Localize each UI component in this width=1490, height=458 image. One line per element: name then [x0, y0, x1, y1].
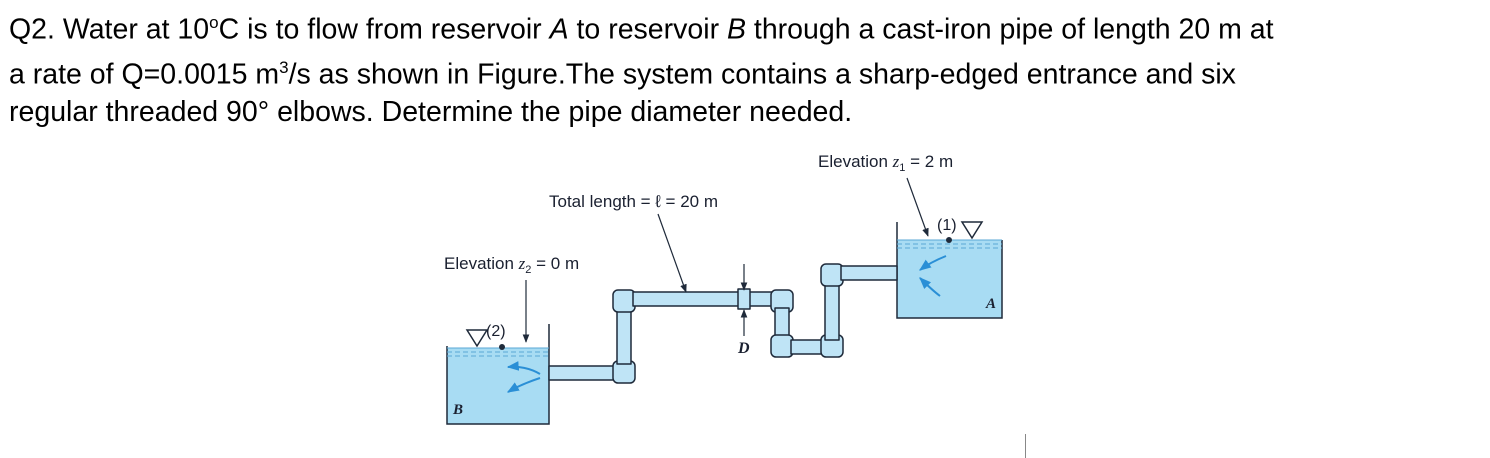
- elevation-z1-label: Elevation z1 = 2 m: [818, 152, 953, 174]
- flow-arrow-a-lower: [919, 277, 941, 297]
- point-1-dot: [946, 237, 952, 243]
- free-surface-symbol-2: [465, 329, 489, 348]
- flow-arrow-b-upper: [506, 361, 541, 375]
- question-line-2: a rate of Q=0.0015 m3/s as shown in Figu…: [9, 57, 1236, 91]
- pipe-coupling: [737, 288, 751, 310]
- flow-arrow-b-lower: [506, 377, 541, 393]
- point-1-label: (1): [937, 217, 957, 234]
- question-text: Q2. Water at 10oC is to flow from reserv…: [9, 4, 1479, 131]
- total-length-leader: [657, 213, 687, 293]
- leader-lines: [522, 177, 929, 343]
- elbow-2: [612, 289, 636, 313]
- text-cursor: [1025, 434, 1026, 458]
- reservoir-a: [896, 222, 1003, 319]
- reservoir-a-water: [897, 240, 1002, 318]
- cubed-superscript: 3: [279, 57, 289, 77]
- reservoir-b-surface-lines: [447, 347, 549, 357]
- total-length-label: Total length = ℓ = 20 m: [549, 192, 718, 211]
- question-line-3: regular threaded 90° elbows. Determine t…: [9, 96, 853, 128]
- reservoir-a-label: A: [985, 296, 996, 312]
- point-2-dot: [499, 344, 505, 350]
- point-2-label: (2): [486, 323, 506, 340]
- reservoir-a-ref: A: [549, 13, 569, 46]
- elbow-4: [770, 334, 794, 358]
- diameter-label: D: [737, 340, 750, 357]
- reservoir-b-label: B: [452, 402, 463, 418]
- elevation-z2-label: Elevation z2 = 0 m: [444, 254, 579, 276]
- elbow-6: [820, 263, 844, 287]
- elev1-leader: [906, 177, 929, 237]
- pipe: [548, 263, 898, 384]
- reservoir-b-ref: B: [726, 13, 746, 46]
- free-surface-symbol-1: [960, 221, 984, 240]
- question-line-1: Q2. Water at 10oC is to flow from reserv…: [9, 13, 1274, 46]
- flow-arrow-a-upper: [919, 255, 947, 271]
- degree-superscript: o: [209, 13, 219, 32]
- reservoir-b-water: [447, 348, 549, 424]
